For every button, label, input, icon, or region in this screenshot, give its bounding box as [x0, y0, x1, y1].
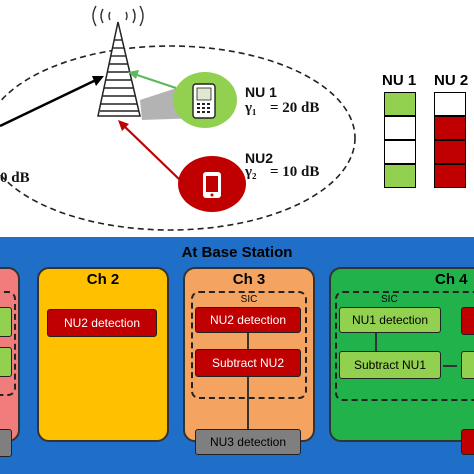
channel-4-connector-1 — [375, 333, 377, 351]
indicator-nu2-label: NU 2 — [434, 72, 469, 89]
channel-4-title: Ch 4 — [435, 271, 468, 288]
network-scene — [0, 5, 356, 231]
channel-4-nu1-detection: NU1 detection — [339, 307, 441, 333]
channel-4-red-block-1 — [461, 307, 474, 335]
channel-3-card: Ch 3 SIC NU2 detection Subtract NU2 NU3 … — [183, 267, 315, 455]
channel-4-connector-2 — [443, 365, 457, 367]
nu2-slot-1 — [434, 92, 466, 116]
arrow-nu2 — [123, 125, 181, 181]
channel-1-green-block-2 — [0, 347, 12, 377]
channel-3-nu3-detection: NU3 detection — [195, 429, 301, 455]
nu2-slot-4 — [434, 164, 466, 188]
channel-3-title: Ch 3 — [232, 271, 266, 288]
base-station-panel: At Base Station Ch 2 NU2 detection Ch 3 … — [0, 237, 474, 474]
channel-2-card: Ch 2 NU2 detection — [37, 267, 169, 442]
cell-boundary — [0, 45, 356, 231]
nu2-slot-3 — [434, 140, 466, 164]
channel-4-subtract-nu1: Subtract NU1 — [339, 351, 441, 379]
channel-3-subtract-nu2: Subtract NU2 — [195, 349, 301, 377]
nu1-gamma-value: = 20 dB — [270, 100, 320, 116]
channel-4-green-block — [461, 351, 474, 379]
indicator-nu1-label: NU 1 — [382, 72, 417, 89]
channel-2-title: Ch 2 — [86, 271, 120, 288]
radio-waves-icon — [92, 5, 144, 27]
channel-3-nu2-detection: NU2 detection — [195, 307, 301, 333]
nu1-gamma-symbol: γ₁ — [245, 100, 257, 116]
nu1-slot-4 — [384, 164, 416, 188]
base-station-title: At Base Station — [181, 244, 293, 261]
arrow-nu1 — [133, 72, 177, 90]
channel-4-sic-label: SIC — [381, 294, 398, 305]
channel-1-grey-block — [0, 429, 12, 457]
nu1-slot-3 — [384, 140, 416, 164]
nu1-slot-1 — [384, 92, 416, 116]
base-station-tower-icon — [97, 21, 141, 117]
nu2-gamma-value: = 10 dB — [270, 164, 320, 180]
channel-3-sic-label: SIC — [240, 294, 258, 305]
nu2-phone-icon — [203, 172, 221, 198]
nu2-gamma-symbol: γ₂ — [245, 164, 257, 180]
channel-3-connector-2 — [247, 377, 249, 429]
channel-3-connector-1 — [247, 333, 249, 349]
channel-4-red-block-2 — [461, 429, 474, 455]
channel-2-nu2-detection: NU2 detection — [47, 309, 157, 337]
nu1-phone-icon — [192, 83, 216, 119]
nu2-label: NU2 — [245, 150, 274, 166]
arrow-left-user — [0, 78, 97, 128]
channel-4-card: Ch 4 SIC NU1 detection Subtract NU1 — [329, 267, 474, 455]
left-cut-label: 0 dB — [0, 170, 30, 186]
nu1-slot-2 — [384, 116, 416, 140]
channel-4-sic-box: SIC — [335, 291, 474, 401]
channel-3-sic-box: SIC — [191, 291, 307, 399]
channel-1-sic-box — [0, 291, 16, 396]
channel-1-card — [0, 267, 20, 457]
nu1-label: NU 1 — [245, 84, 277, 100]
nu2-slot-2 — [434, 116, 466, 140]
channel-1-green-block-1 — [0, 307, 12, 337]
